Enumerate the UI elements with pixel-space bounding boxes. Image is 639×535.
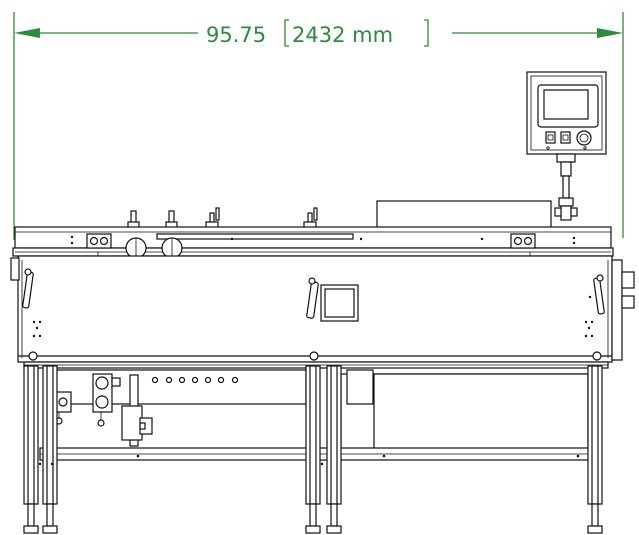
- guide-bar: [156, 233, 354, 240]
- panel-pole: [562, 175, 570, 199]
- leg-center: [305, 365, 342, 505]
- dimension-mm-label: 2432 mm: [292, 23, 393, 47]
- right-connector-upper: [621, 271, 635, 289]
- rear-enclosure: [376, 200, 552, 230]
- right-arrowhead: [597, 28, 623, 38]
- right-connector-lower: [621, 295, 635, 309]
- leg-left: [23, 365, 58, 505]
- gearbox: [346, 369, 374, 405]
- latch-handle-icon: [22, 268, 34, 309]
- close-bracket: [424, 19, 429, 47]
- touchscreen-display: [543, 89, 589, 120]
- left-arrowhead: [14, 28, 40, 38]
- overall-width-dimension: 95.75 2432 mm: [13, 12, 624, 240]
- leg-right: [587, 365, 603, 505]
- panel-mount: [556, 153, 576, 163]
- left-end-cap: [10, 257, 20, 281]
- panel-button-2: [560, 131, 571, 144]
- control-panel: [526, 71, 607, 221]
- emergency-stop-icon: [576, 130, 592, 146]
- support-frame: [23, 361, 609, 534]
- main-body-panel: [10, 255, 635, 363]
- panel-button-1: [545, 131, 556, 144]
- right-end-cap: [611, 259, 623, 361]
- top-rail: [12, 226, 614, 259]
- leveling-feet: [23, 503, 603, 534]
- latch-handle-icon: [593, 274, 605, 315]
- dimension-inches-label: 95.75: [206, 23, 266, 47]
- junction-box: [121, 405, 143, 441]
- open-bracket: [284, 19, 289, 47]
- latch-handle-icon: [306, 277, 319, 319]
